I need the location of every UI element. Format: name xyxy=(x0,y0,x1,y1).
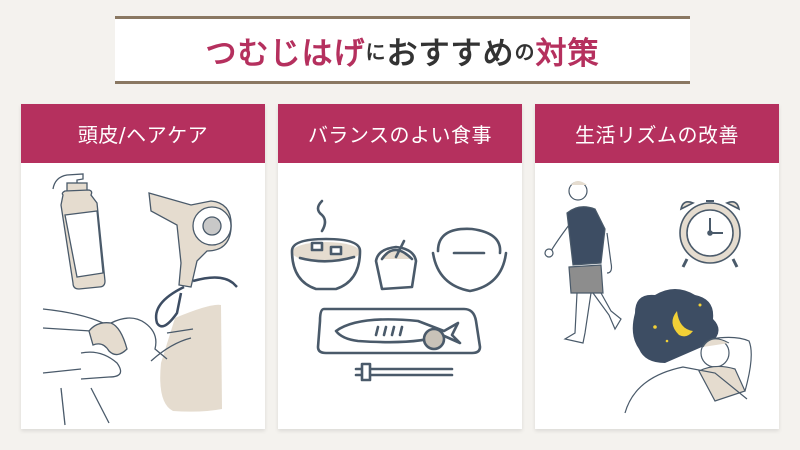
rice-bowl-icon xyxy=(431,227,508,293)
lifestyle-illustration xyxy=(544,181,752,414)
hair-dryer-icon xyxy=(148,192,238,328)
card-illustration xyxy=(535,163,779,429)
card-header: 生活リズムの改善 xyxy=(535,104,779,163)
title-part-1: つむじはげ xyxy=(205,35,366,72)
alarm-clock-icon xyxy=(679,200,741,268)
miso-soup-icon xyxy=(290,199,362,291)
card-balanced-meal: バランスのよい食事 xyxy=(278,104,522,429)
walking-man-icon xyxy=(544,181,622,344)
page-title: つむじはげ に おすすめ の 対策 xyxy=(115,16,690,84)
title-part-5: 対策 xyxy=(535,35,600,72)
sleeping-man-icon xyxy=(624,289,752,414)
chopsticks-icon xyxy=(354,362,454,382)
title-part-3: おすすめ xyxy=(386,35,515,72)
card-header: バランスのよい食事 xyxy=(278,104,522,163)
card-lifestyle-rhythm: 生活リズムの改善 xyxy=(535,104,779,429)
card-illustration xyxy=(21,163,265,429)
side-dish-icon xyxy=(374,239,418,291)
title-part-4: の xyxy=(514,39,536,64)
scalp-massage-icon xyxy=(42,304,222,426)
hair-care-illustration xyxy=(42,173,238,426)
card-header: 頭皮/ヘアケア xyxy=(21,104,265,163)
title-part-2: に xyxy=(365,39,387,64)
card-illustration xyxy=(278,163,522,429)
grilled-fish-plate-icon xyxy=(316,307,482,355)
meal-illustration xyxy=(290,199,508,382)
card-hair-care: 頭皮/ヘアケア xyxy=(21,104,265,429)
shampoo-bottle-icon xyxy=(52,173,106,290)
